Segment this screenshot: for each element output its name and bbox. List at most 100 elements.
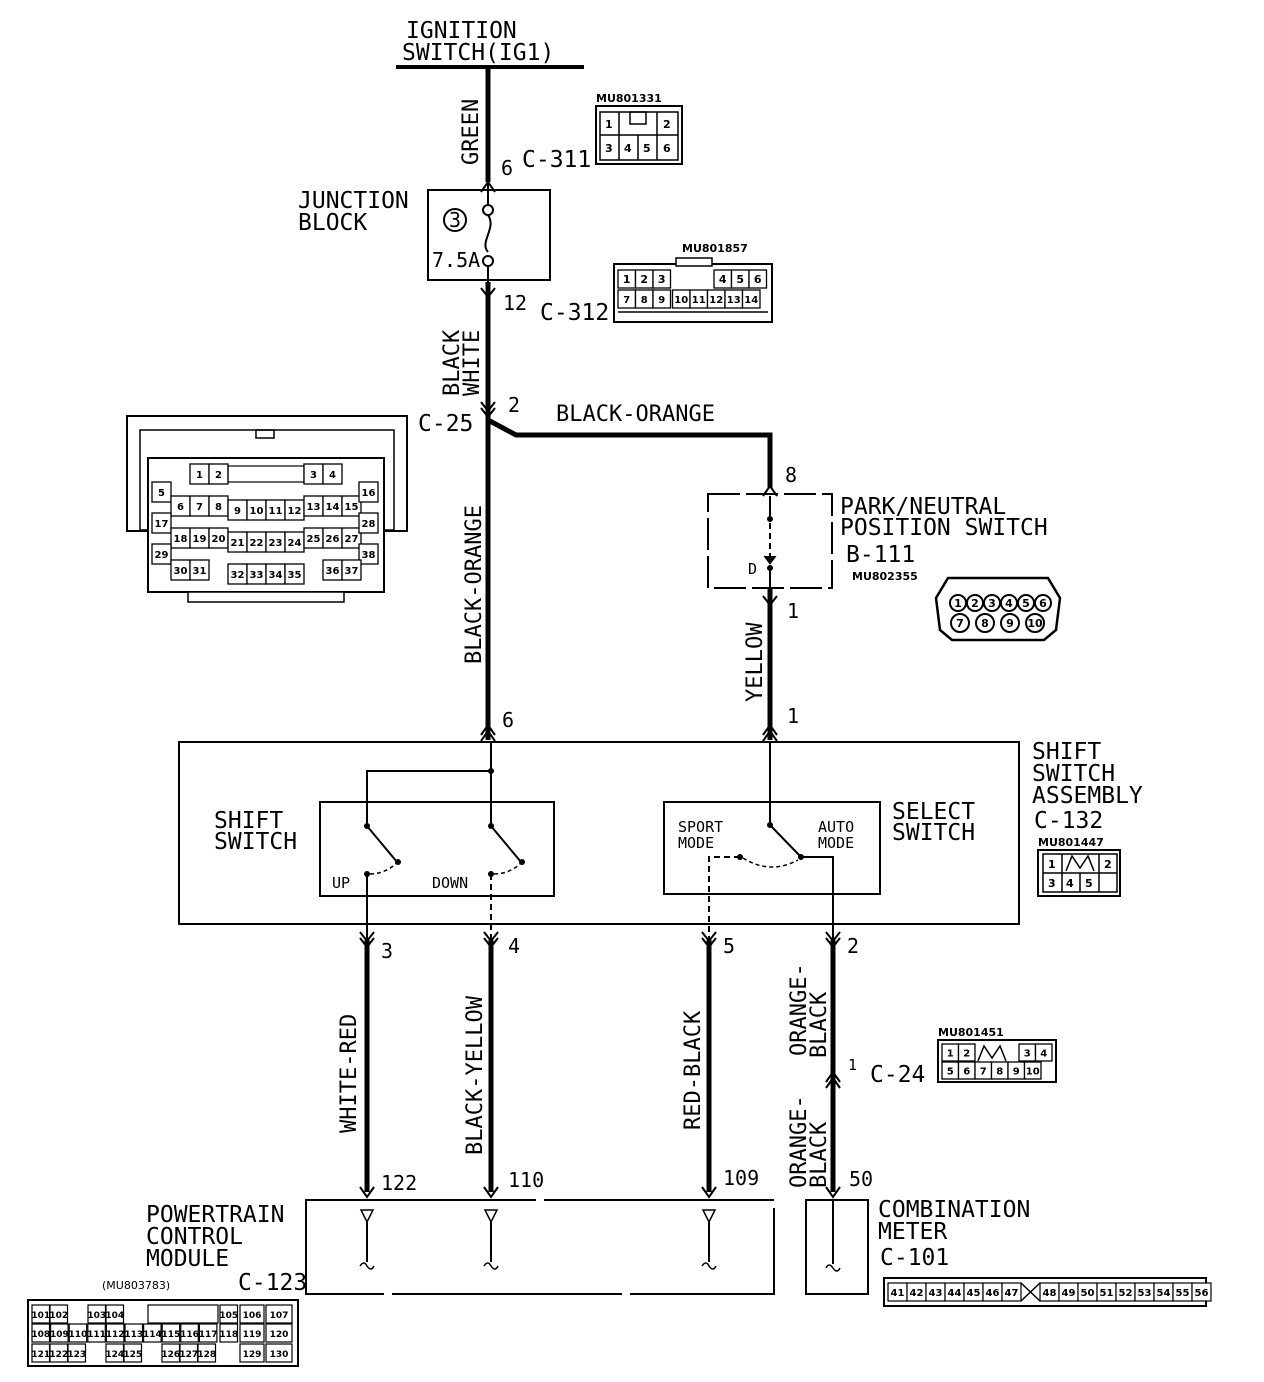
- wire-label-yellow: YELLOW: [743, 622, 768, 702]
- c101-cell: 46: [986, 1288, 1000, 1299]
- c123-cell: 105: [219, 1311, 238, 1321]
- c24-label: C-24: [870, 1062, 925, 1088]
- c25-cell-box: [358, 481, 379, 503]
- pcm-label-3: MODULE: [146, 1246, 229, 1272]
- meter-label-2: METER: [878, 1219, 947, 1245]
- c123-cell: 118: [219, 1330, 238, 1340]
- c123-cell: 115: [162, 1330, 181, 1340]
- wire-label-black-orange-v: BLACK-ORANGE: [462, 505, 487, 664]
- c25-cell-box: [189, 559, 210, 581]
- wire-label-white: WHITE: [460, 330, 485, 396]
- c25-cell: 3: [310, 470, 317, 481]
- c25-cell-box: [341, 559, 362, 581]
- out-pin: 3: [381, 939, 393, 963]
- sport-label-2: MODE: [678, 834, 714, 852]
- junction-block: JUNCTION BLOCK 3 7.5A: [298, 182, 551, 290]
- c101-cell: 52: [1119, 1288, 1133, 1299]
- c25-cell: 14: [326, 502, 340, 513]
- c25-cell: 18: [174, 534, 188, 545]
- c123-cell: 124: [105, 1350, 124, 1360]
- park-neutral-switch: 8 D PARK/NEUTRAL POSITION SWITCH B-111 M…: [707, 463, 1048, 600]
- c101-cell: 44: [948, 1288, 962, 1299]
- c132-cell: 1: [1048, 858, 1056, 871]
- c101-cell: 49: [1062, 1288, 1076, 1299]
- c25-cell: 1: [196, 470, 203, 481]
- c25-cell: 19: [193, 534, 207, 545]
- wire-label-black-yellow: BLACK-YELLOW: [463, 995, 488, 1155]
- b111-part: MU802355: [852, 570, 918, 583]
- c25-cell-box: [151, 543, 172, 565]
- c101-label: C-101: [880, 1245, 949, 1271]
- b111-cell: 6: [1039, 597, 1047, 610]
- c25-cell: 24: [288, 538, 302, 549]
- c312-cell: 10: [674, 295, 688, 306]
- b111-label: B-111: [846, 542, 915, 568]
- c25-cell: 35: [288, 570, 302, 581]
- c123-cell: 122: [49, 1350, 68, 1360]
- c25-cell: 38: [362, 550, 376, 561]
- c311-part: MU801331: [596, 92, 662, 105]
- b111-cell-circle: [1034, 594, 1052, 612]
- wire-label-black: BLACK: [440, 329, 465, 396]
- out-pin: 5: [723, 934, 735, 958]
- c123-cell: 109: [50, 1330, 69, 1340]
- output-wires: 3 4 5 2 WHITE-RED BLACK-YELLOW RED-BLACK…: [337, 931, 925, 1199]
- c24-cell: 9: [1013, 1067, 1020, 1078]
- pn-label-2: POSITION SWITCH: [840, 515, 1048, 541]
- c312-cell: 8: [641, 295, 648, 306]
- c25-cell: 34: [269, 570, 283, 581]
- c311-cell: 1: [605, 118, 613, 131]
- assembly-pin-6: 6: [502, 708, 514, 732]
- down-label: DOWN: [432, 874, 468, 892]
- select-switch-label-1: SELECT: [892, 799, 975, 825]
- c24-cell: 4: [1040, 1049, 1047, 1060]
- c25-cell: 12: [288, 506, 302, 517]
- c101-cell: 45: [967, 1288, 981, 1299]
- pcm-label-1: POWERTRAIN: [146, 1202, 284, 1228]
- c25-cell: 33: [250, 570, 264, 581]
- c25-cell: 21: [231, 538, 245, 549]
- c25-cell: 6: [177, 502, 184, 513]
- c312-cell: 13: [727, 295, 741, 306]
- sport-label-1: SPORT: [678, 818, 723, 836]
- c25-cell: 20: [212, 534, 226, 545]
- c24-pin: 1: [848, 1056, 857, 1074]
- pcm-pin: 110: [508, 1168, 544, 1192]
- c123-cell: 107: [270, 1311, 289, 1321]
- wire-label-green: GREEN: [459, 99, 484, 165]
- c312-cell: 7: [623, 295, 630, 306]
- junction-label-1: JUNCTION: [298, 188, 409, 214]
- wire-label-orange-black-a1: ORANGE-: [787, 963, 812, 1056]
- c123-cell: 123: [67, 1350, 86, 1360]
- c25-cell: 7: [196, 502, 203, 513]
- c25-cell-box: [284, 563, 305, 585]
- c25-cell: 15: [345, 502, 359, 513]
- up-label: UP: [332, 874, 350, 892]
- c123-cell: 120: [270, 1330, 289, 1340]
- c312-cell: 5: [736, 273, 744, 286]
- c25-cell: 13: [307, 502, 321, 513]
- c123-cell: 104: [105, 1311, 124, 1321]
- c24-cell-box: [957, 1043, 976, 1062]
- c24-cell: 10: [1026, 1067, 1040, 1078]
- c25-cell-box: [151, 512, 172, 534]
- c25-cell: 10: [250, 506, 264, 517]
- c311-cell: 3: [605, 142, 613, 155]
- c24-cell: 8: [996, 1067, 1003, 1078]
- c123-cell: 108: [31, 1330, 50, 1340]
- fuse-rating: 7.5A: [432, 248, 480, 272]
- c25-cell-box: [341, 495, 362, 517]
- c312-cell: 4: [719, 273, 727, 286]
- pn-pin-in: 8: [785, 463, 797, 487]
- c101-cell: 56: [1195, 1288, 1209, 1299]
- c25-cell: 30: [174, 566, 188, 577]
- ignition-switch: IGNITION SWITCH(IG1): [396, 18, 584, 69]
- c25-cell-box: [358, 543, 379, 565]
- c25-cell: 28: [362, 519, 376, 530]
- c25-cell-box: [151, 481, 172, 503]
- pcm-pin: 122: [381, 1171, 417, 1195]
- c25-cell: 37: [345, 566, 359, 577]
- wire-label-white-red: WHITE-RED: [337, 1014, 362, 1133]
- c25-cell: 26: [326, 534, 340, 545]
